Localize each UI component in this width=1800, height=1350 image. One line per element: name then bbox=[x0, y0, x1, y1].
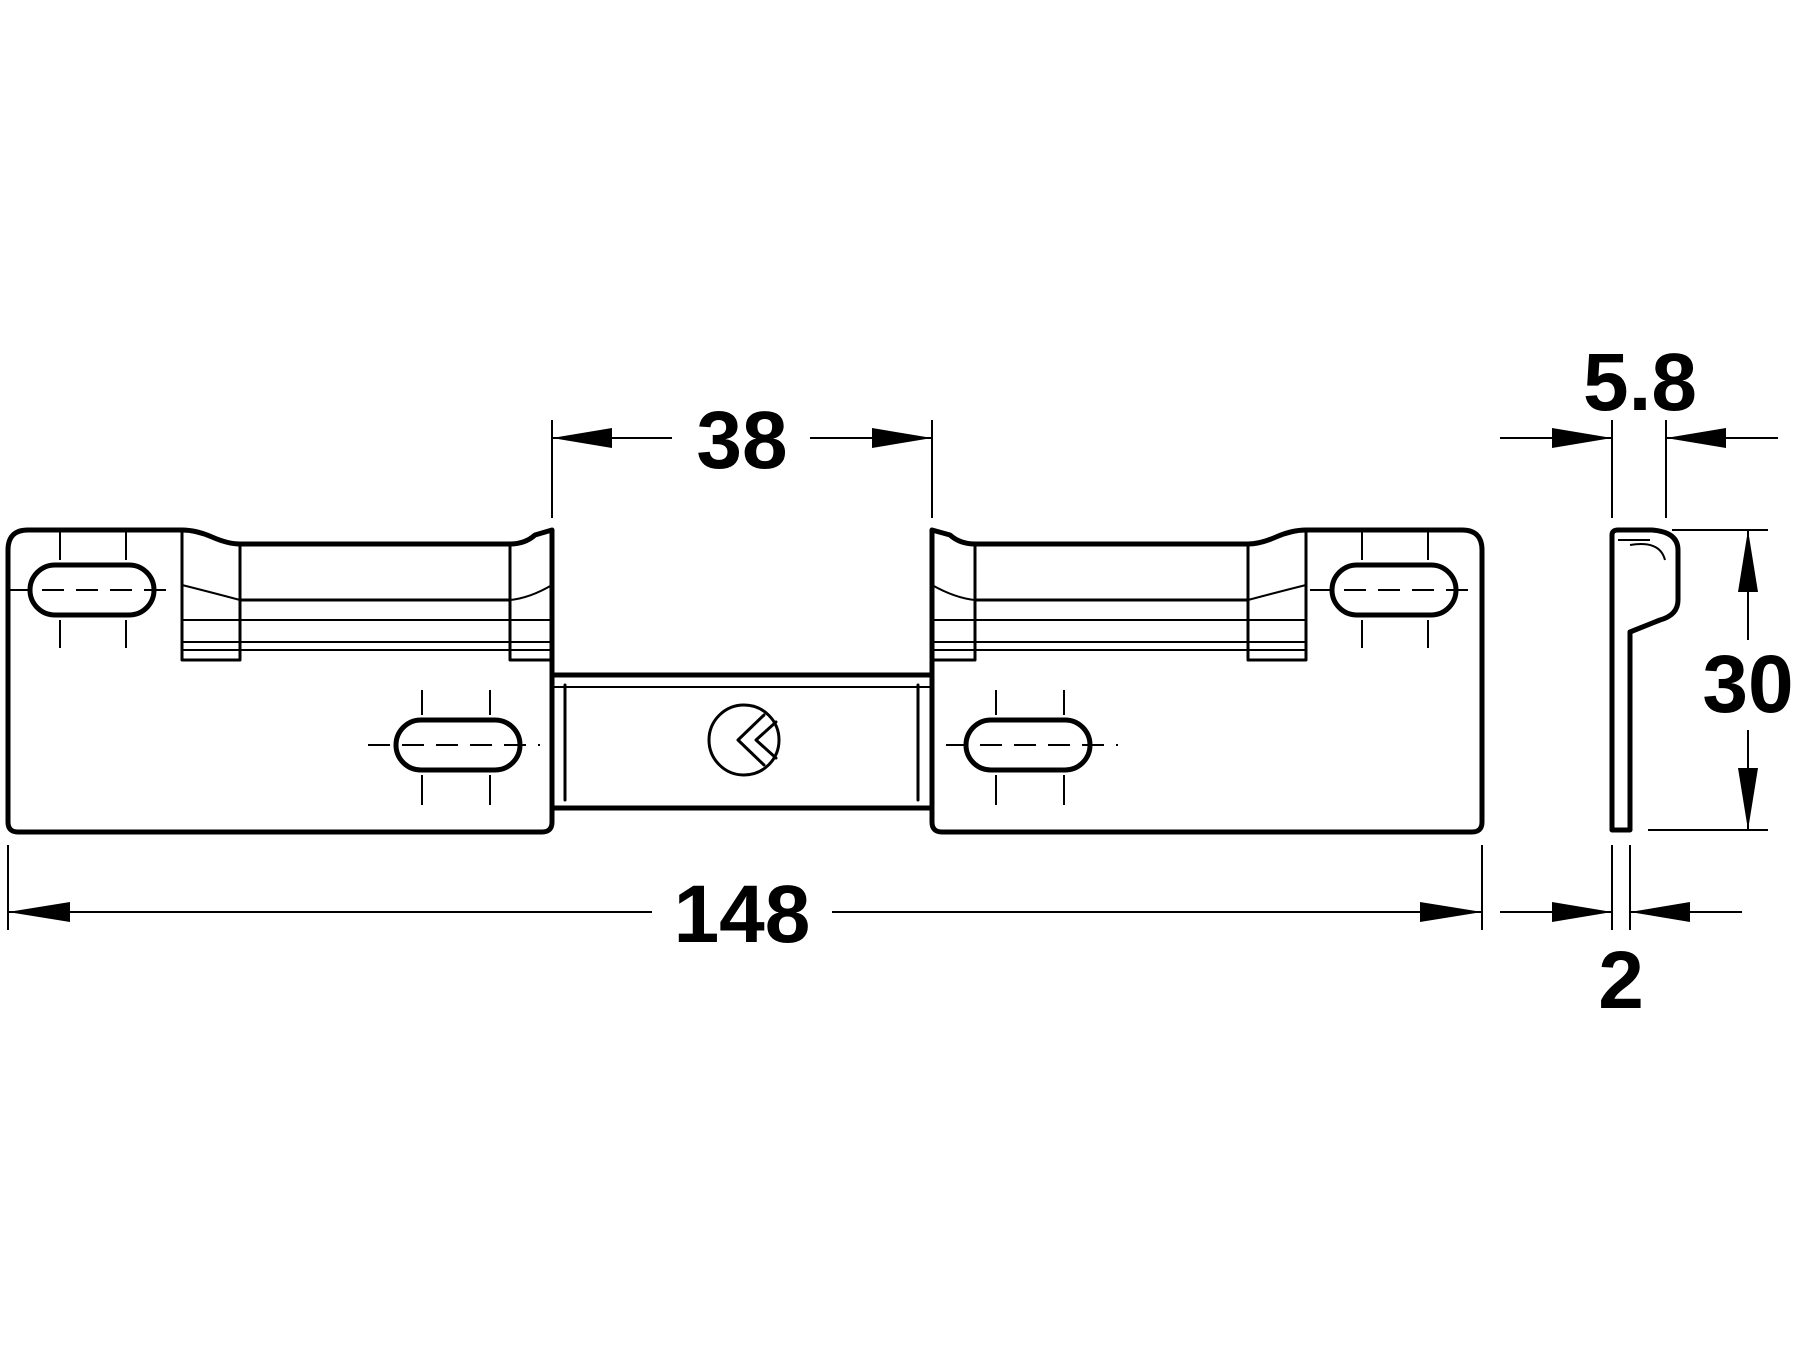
upper-left-slot bbox=[8, 532, 176, 648]
lower-left-slot bbox=[368, 690, 540, 805]
dimension-slot-spacing: 38 bbox=[551, 395, 933, 518]
side-profile-view bbox=[1609, 527, 1681, 833]
dimension-label-2: 2 bbox=[1598, 935, 1644, 1026]
right-mounting-plate bbox=[929, 527, 1485, 835]
left-mounting-plate bbox=[5, 527, 555, 835]
dimension-label-38: 38 bbox=[696, 395, 787, 486]
dimension-depth: 5.8 bbox=[1500, 337, 1778, 518]
dimension-label-30: 30 bbox=[1702, 639, 1793, 730]
lower-right-slot bbox=[946, 690, 1118, 805]
dimension-thickness: 2 bbox=[1500, 845, 1742, 1026]
dimension-height: 30 bbox=[1648, 529, 1794, 831]
dimension-overall-length: 148 bbox=[7, 845, 1483, 960]
center-bridge bbox=[549, 672, 935, 811]
hafele-logo-icon bbox=[707, 703, 781, 777]
upper-right-slot bbox=[1310, 532, 1478, 648]
dimension-label-5-8: 5.8 bbox=[1583, 337, 1697, 428]
dimension-label-148: 148 bbox=[674, 869, 811, 960]
